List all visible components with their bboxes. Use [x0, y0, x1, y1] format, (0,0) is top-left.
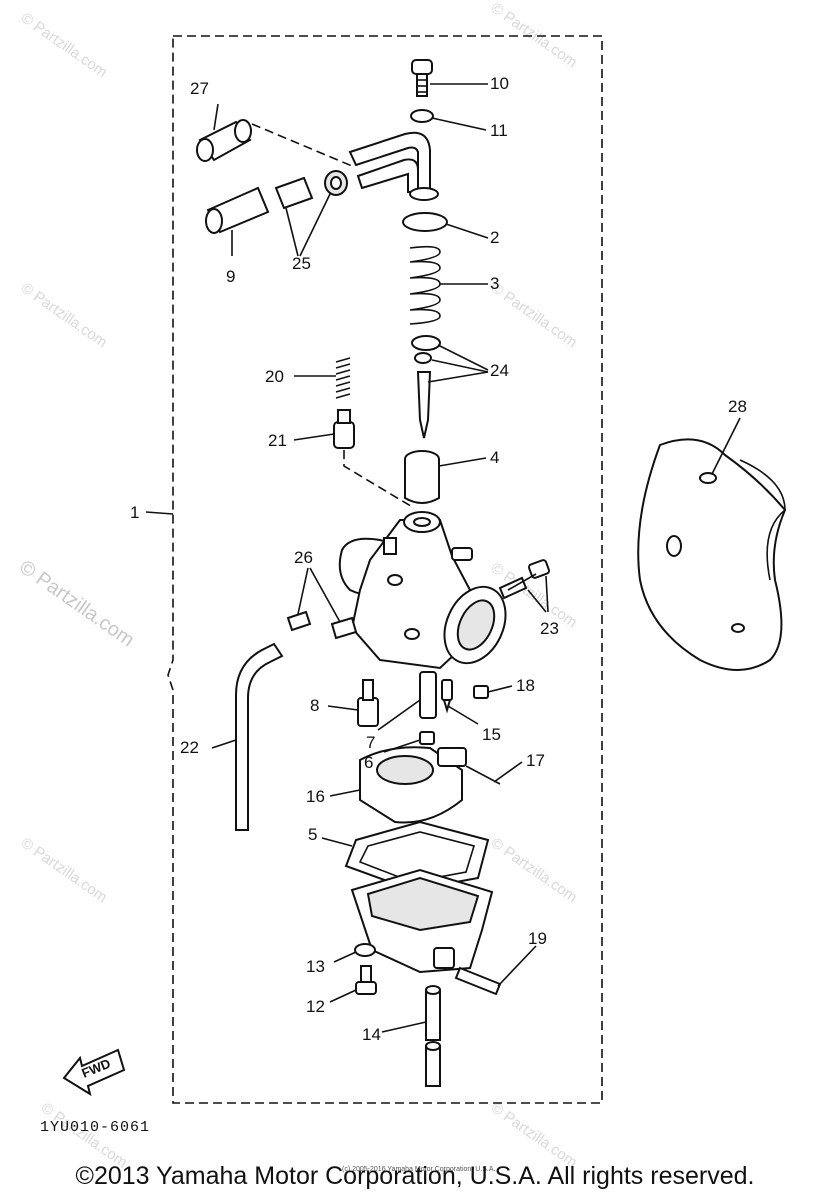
- fwd-arrow: FWD: [62, 1048, 126, 1097]
- leader-lines: [145, 83, 741, 1033]
- part-24-needle: [411, 335, 441, 439]
- callout-20: 20: [265, 367, 284, 386]
- part-10-screw: [411, 59, 433, 97]
- callout-7: 7: [366, 733, 375, 752]
- callout-14: 14: [362, 1025, 381, 1044]
- leader-21: [343, 450, 415, 509]
- assembly-boundary: [167, 35, 603, 1104]
- diagram-reference-code: 1YU010-6061: [40, 1119, 150, 1136]
- part-16-float: [359, 746, 467, 824]
- watermark-layer: © Partzilla.com © Partzilla.com © Partzi…: [15, 0, 580, 1171]
- callout-1: 1: [130, 503, 139, 522]
- callout-22: 22: [180, 738, 199, 757]
- part-21-jet: [333, 409, 355, 449]
- part-3-spring: [409, 245, 441, 325]
- part-12-screw: [355, 965, 377, 995]
- callout-8: 8: [310, 696, 319, 715]
- part-14-tube: [425, 985, 441, 1087]
- part-13-washer: [354, 943, 376, 957]
- callout-11: 11: [490, 121, 508, 140]
- callout-27: 27: [190, 79, 209, 98]
- callout-5: 5: [308, 825, 317, 844]
- part-6-main-jet: [419, 731, 435, 745]
- callout-24: 24: [490, 361, 509, 380]
- callout-4: 4: [490, 448, 499, 467]
- callout-15: 15: [482, 725, 501, 744]
- part-9-25: [205, 170, 348, 234]
- copyright-notice: ©2013 Yamaha Motor Corporation, U.S.A. A…: [75, 1162, 755, 1190]
- part-15-needle-valve: [441, 679, 453, 714]
- callout-18: 18: [516, 676, 535, 695]
- part-26-screws: [286, 610, 358, 640]
- part-1-carburetor-body: [338, 511, 507, 670]
- small-print: (c) 2005-2016 Yamaha Motor Corporation, …: [342, 1166, 495, 1173]
- part-float-chamber: [350, 868, 494, 974]
- part-22-hose: [235, 642, 284, 831]
- part-20-spring: [335, 357, 351, 399]
- callout-13: 13: [306, 957, 325, 976]
- part-5-gasket: [344, 820, 490, 892]
- callout-23: 23: [540, 619, 559, 638]
- callout-2: 2: [490, 228, 499, 247]
- watermark: © Partzilla.com: [18, 9, 111, 81]
- part-fuel-pipe: [348, 131, 439, 201]
- watermark: © Partzilla.com: [488, 279, 581, 351]
- callout-12: 12: [306, 997, 325, 1016]
- watermark: © Partzilla.com: [18, 834, 111, 906]
- callout-9: 9: [226, 267, 235, 286]
- callout-3: 3: [490, 274, 499, 293]
- callout-25: 25: [292, 254, 311, 273]
- part-18-plug: [473, 685, 489, 699]
- callout-6: 6: [364, 753, 373, 772]
- watermark: © Partzilla.com: [488, 1099, 581, 1171]
- part-27-caps: [196, 119, 252, 162]
- part-8-main-jet-holder: [357, 679, 379, 727]
- callout-19: 19: [528, 929, 547, 948]
- part-19-drain-screw: [454, 966, 502, 996]
- part-7-needle-jet: [419, 671, 437, 719]
- callout-17: 17: [526, 751, 545, 770]
- watermark: © Partzilla.com: [18, 279, 111, 351]
- part-23-pilot-screw: [498, 559, 551, 600]
- watermark: © Partzilla.com: [488, 834, 581, 906]
- callout-16: 16: [306, 787, 325, 806]
- callout-10: 10: [490, 74, 509, 93]
- watermark: © Partzilla.com: [15, 556, 138, 651]
- callout-labels: 10 11 2 3 24 4 20 21 27 9 25 1 26 23 28 …: [130, 74, 747, 1044]
- callout-28: 28: [728, 397, 747, 416]
- part-28-cover: [637, 438, 787, 671]
- leader-27: [251, 123, 353, 167]
- callout-21: 21: [268, 431, 287, 450]
- part-4-throttle-valve: [404, 450, 440, 504]
- part-11-washer: [410, 109, 434, 123]
- callout-26: 26: [294, 548, 313, 567]
- part-2-gasket: [402, 212, 448, 232]
